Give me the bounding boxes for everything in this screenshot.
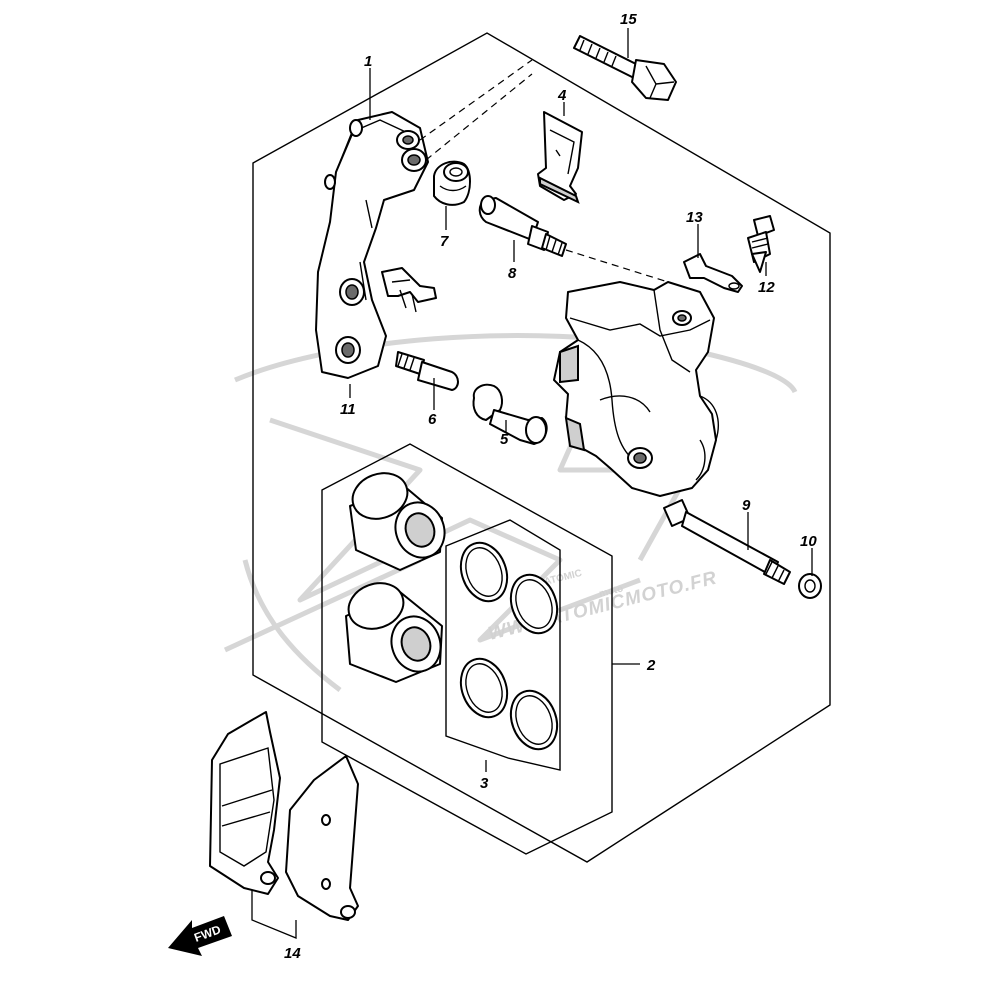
callout-7: 7 [440,233,449,250]
bleeder-valve-12 [747,215,775,273]
bolt-15 [573,35,677,101]
watermark-logo: WWW.ATOMICMOTO.FR ATOMIC moto [223,333,798,692]
callout-15: 15 [620,11,637,28]
callout-10: 10 [800,533,817,550]
callout-8: 8 [508,265,517,282]
callout-4: 4 [557,87,567,104]
callout-3: 3 [480,775,489,792]
bolt-9 [663,499,791,585]
callout-labels: 1 2 3 4 5 6 7 8 9 10 11 12 13 14 15 [284,11,817,962]
callout-2: 2 [646,657,656,674]
leader-lines [251,28,813,939]
bleeder-cap-13 [683,253,743,293]
piston-upper [349,472,446,571]
cap-10 [798,573,822,599]
callout-13: 13 [686,209,703,226]
seal-group-outline [445,519,561,771]
piston-lower [345,582,443,683]
pin-5 [472,383,548,445]
callout-1: 1 [364,53,372,70]
caliper-bracket [315,111,429,379]
callout-12: 12 [758,279,775,296]
forward-arrow-icon: FWD [168,916,232,956]
pin-6 [395,351,459,391]
callout-5: 5 [500,431,509,448]
caliper-body [553,281,719,497]
pad-retainer [537,111,583,204]
slide-pin-8 [478,195,567,257]
callout-11: 11 [340,401,356,418]
boot-7 [433,160,471,206]
assembly-outline [252,32,831,863]
callout-14: 14 [284,945,301,962]
brake-pad-front [209,711,281,895]
seal-rings [459,541,559,751]
piston-group-outline [321,443,613,855]
brake-pad-rear [285,755,359,921]
pad-spring-11 [381,267,437,313]
callout-6: 6 [428,411,437,428]
callout-9: 9 [742,497,751,514]
